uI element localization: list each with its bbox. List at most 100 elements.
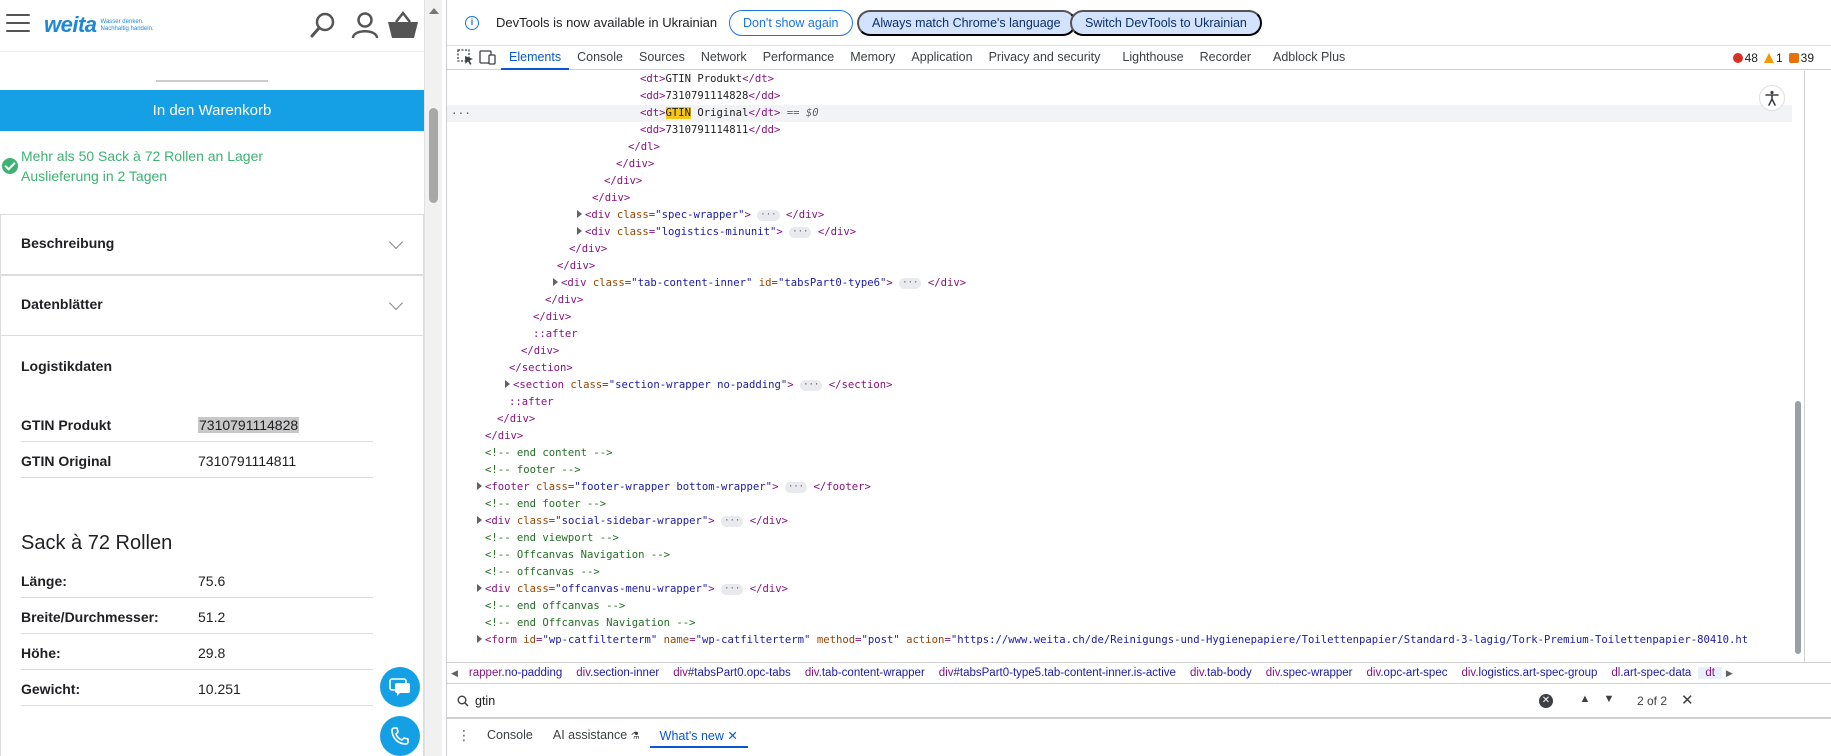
styles-pane-collapsed[interactable] <box>1804 71 1831 662</box>
dom-node[interactable]: <dd>7310791114828</dd> <box>640 90 781 102</box>
basket-icon[interactable] <box>386 10 420 40</box>
dom-node[interactable]: <div class="offcanvas-menu-wrapper"> ···… <box>447 581 1792 598</box>
switch-language-button[interactable]: Switch DevTools to Ukrainian <box>1070 10 1262 36</box>
dom-node[interactable]: <form id="wp-catfilterterm" name="wp-cat… <box>447 632 1792 649</box>
dom-node[interactable]: <!-- end offcanvas --> <box>485 600 626 612</box>
tab-performance[interactable]: Performance <box>762 50 835 64</box>
breadcrumb-item[interactable]: div#tabsPart0-type5.tab-content-inner.is… <box>932 667 1183 679</box>
dom-node[interactable]: </div> <box>545 294 584 306</box>
logo[interactable]: weita Wasser denken. Nachhaltig handeln. <box>44 14 154 36</box>
accordion-title: Datenblätter <box>21 296 103 312</box>
spec-row: Länge: 75.6 <box>21 562 373 598</box>
dom-node[interactable]: ::after <box>533 328 578 340</box>
drawer-tab-whats-new[interactable]: What's new ✕ <box>649 728 748 748</box>
dom-node[interactable]: </div> <box>569 243 608 255</box>
dom-node[interactable]: <dd>7310791114811</dd> <box>640 124 781 136</box>
dom-node[interactable]: ::after <box>509 396 554 408</box>
dom-node[interactable]: </div> <box>533 311 572 323</box>
next-match-icon[interactable]: ▼ <box>1603 693 1615 705</box>
close-icon[interactable]: ✕ <box>727 729 738 743</box>
more-options-icon[interactable]: ··· <box>451 107 471 120</box>
always-match-language-button[interactable]: Always match Chrome's language <box>857 10 1076 36</box>
issues-counter[interactable]: 48 1 39 <box>1732 51 1814 65</box>
dom-tree-scrollbar[interactable] <box>1792 71 1804 662</box>
dom-node[interactable]: </div> <box>485 430 524 442</box>
dom-node[interactable]: <!-- end viewport --> <box>485 532 619 544</box>
tab-privacy-security[interactable]: Privacy and security <box>988 50 1101 64</box>
dom-node[interactable]: <!-- end footer --> <box>485 498 607 510</box>
tab-network[interactable]: Network <box>700 50 747 64</box>
tab-elements[interactable]: Elements <box>501 46 570 70</box>
device-toolbar-icon[interactable] <box>479 49 497 66</box>
breadcrumb-item[interactable]: div.tab-content-wrapper <box>798 667 932 679</box>
tab-lighthouse[interactable]: Lighthouse <box>1122 50 1184 64</box>
breadcrumb-item[interactable]: div.tab-body <box>1183 667 1259 679</box>
dom-node[interactable]: </div> <box>616 158 655 170</box>
breadcrumb-item[interactable]: dl.art-spec-data <box>1604 667 1698 679</box>
dom-node[interactable]: <section class="section-wrapper no-paddi… <box>447 377 1792 394</box>
add-to-cart-button[interactable]: In den Warenkorb <box>0 90 424 131</box>
breadcrumb-scroll-right-icon[interactable]: ▶ <box>1725 667 1733 678</box>
tab-application[interactable]: Application <box>911 50 973 64</box>
breadcrumb-item[interactable]: div.spec-wrapper <box>1259 667 1360 679</box>
more-tools-icon[interactable]: ⋮ <box>457 727 471 743</box>
breadcrumb-item[interactable]: div.logistics.art-spec-group <box>1454 667 1604 679</box>
dom-node[interactable]: <div class="spec-wrapper"> ··· </div> <box>447 207 1792 224</box>
accordion-description[interactable]: Beschreibung <box>0 214 424 275</box>
dom-node[interactable]: <footer class="footer-wrapper bottom-wra… <box>447 479 1792 496</box>
clear-search-icon[interactable]: ✕ <box>1539 694 1553 708</box>
breadcrumb-item-current[interactable]: dt <box>1698 667 1722 679</box>
user-icon[interactable] <box>350 10 380 40</box>
dom-node[interactable]: </dl> <box>628 141 660 153</box>
crumb-tag: div <box>804 667 819 679</box>
dom-node[interactable]: <!-- end content --> <box>485 447 613 459</box>
breadcrumb-item[interactable]: div#tabsPart0.opc-tabs <box>666 667 798 679</box>
dom-node[interactable]: </div> <box>497 413 536 425</box>
dom-tree[interactable]: <dt>GTIN Produkt</dt> <dd>7310791114828<… <box>447 71 1792 662</box>
close-search-icon[interactable]: ✕ <box>1681 692 1694 709</box>
dom-node[interactable]: <div class="logistics-minunit"> ··· </di… <box>447 224 1792 241</box>
breadcrumb-scroll-left-icon[interactable]: ◀ <box>451 667 458 678</box>
tab-sources[interactable]: Sources <box>638 50 685 64</box>
dom-node[interactable]: <div class="social-sidebar-wrapper"> ···… <box>447 513 1792 530</box>
dom-node[interactable]: </div> <box>604 175 643 187</box>
tab-console[interactable]: Console <box>577 50 623 64</box>
hamburger-icon[interactable] <box>6 14 30 34</box>
chevron-down-icon <box>388 295 404 311</box>
scrollbar-thumb[interactable] <box>429 108 438 203</box>
dom-node[interactable]: </section> <box>509 362 573 374</box>
dom-node[interactable]: <!-- footer --> <box>485 464 581 476</box>
drawer-tab-console[interactable]: Console <box>487 728 533 742</box>
inspect-icon[interactable] <box>457 49 475 66</box>
devtools-drawer: ⋮ Console AI assistance ⚗ What's new ✕ <box>447 718 1831 756</box>
dom-node-selected[interactable]: ···<dt>GTIN Original</dt> == $0 <box>447 105 1792 122</box>
breadcrumb-item[interactable]: rapper.no-padding <box>462 667 569 679</box>
breadcrumb-item[interactable]: div.opc-art-spec <box>1360 667 1455 679</box>
spec-key: GTIN Original <box>21 453 112 469</box>
dom-node[interactable]: <!-- end Offcanvas Navigation --> <box>485 617 696 629</box>
logistics-section: Logistikdaten GTIN Produkt 7310791114828… <box>0 336 424 756</box>
dont-show-again-button[interactable]: Don't show again <box>729 10 853 36</box>
accessibility-tree-button[interactable] <box>1759 85 1785 111</box>
previous-match-icon[interactable]: ▲ <box>1579 693 1591 705</box>
scrollbar-thumb[interactable] <box>1795 401 1801 654</box>
chat-button[interactable] <box>380 667 420 707</box>
tab-recorder[interactable]: Recorder <box>1199 50 1252 64</box>
phone-button[interactable] <box>380 716 420 756</box>
dom-node[interactable]: </div> <box>557 260 596 272</box>
dom-node[interactable]: </div> <box>521 345 560 357</box>
dom-node[interactable]: <!-- Offcanvas Navigation --> <box>485 549 670 561</box>
website-scrollbar[interactable] <box>424 0 442 756</box>
accordion-datasheets[interactable]: Datenblätter <box>0 275 424 336</box>
search-icon[interactable] <box>308 10 338 40</box>
tab-adblock-plus[interactable]: Adblock Plus <box>1273 50 1346 64</box>
dom-node[interactable]: </div> <box>592 192 631 204</box>
dom-node[interactable]: <!-- offcanvas --> <box>485 566 600 578</box>
scroll-up-icon[interactable] <box>429 8 439 14</box>
dom-node[interactable]: <div class="tab-content-inner" id="tabsP… <box>447 275 1792 292</box>
dom-search-input[interactable] <box>475 692 1485 710</box>
dom-node[interactable]: <dt>GTIN Produkt</dt> <box>640 73 774 85</box>
breadcrumb-item[interactable]: div.section-inner <box>569 667 666 679</box>
drawer-tab-ai-assistance[interactable]: AI assistance ⚗ <box>543 728 650 748</box>
tab-memory[interactable]: Memory <box>850 50 896 64</box>
